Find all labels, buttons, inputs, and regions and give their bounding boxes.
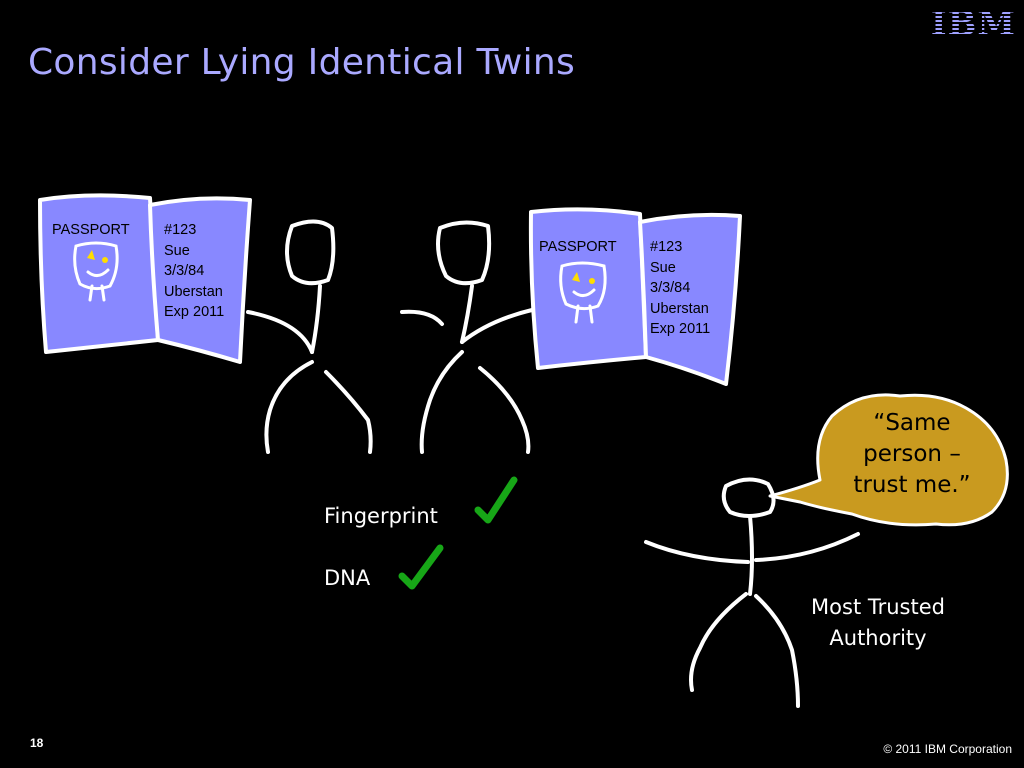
left-passport-photo-face <box>73 241 119 302</box>
right-passport-page-right <box>638 212 742 386</box>
right-passport-header: PASSPORT <box>539 239 617 255</box>
right-twin-leg-left <box>419 350 464 454</box>
slide-title: Consider Lying Identical Twins <box>28 42 576 83</box>
right-twin-head <box>436 220 492 286</box>
left-passport-page-right <box>148 196 252 364</box>
right-passport-photo-face <box>559 261 607 324</box>
ibm-logo: IBM <box>930 4 1016 44</box>
left-twin-head <box>285 219 336 286</box>
authority-label-line: Authority <box>829 626 927 650</box>
left-twin-figure <box>246 219 373 454</box>
authority-body <box>748 514 754 596</box>
fingerprint-check-icon <box>474 476 518 524</box>
right-passport <box>528 207 742 386</box>
dna-check-icon <box>398 544 444 590</box>
speech-line: person – <box>863 441 961 467</box>
slide-number: 18 <box>30 736 44 750</box>
authority-leg-left <box>689 592 748 692</box>
authority-label: Most Trusted Authority <box>790 592 966 654</box>
left-passport-eye-right <box>102 257 108 263</box>
fingerprint-label: Fingerprint <box>324 504 438 528</box>
authority-leg-right <box>754 594 800 708</box>
left-passport-eye-left <box>87 250 95 260</box>
right-twin-arm-left <box>400 309 444 326</box>
left-passport-line: 3/3/84 <box>164 263 205 279</box>
authority-arm-right <box>754 532 860 562</box>
left-passport-line: Uberstan <box>164 283 223 300</box>
speech-line: “Same <box>873 410 951 436</box>
left-passport-header: PASSPORT <box>52 222 130 238</box>
right-twin-neck <box>460 284 474 344</box>
dna-label: DNA <box>324 566 371 590</box>
left-twin-neck <box>310 284 322 354</box>
left-passport-details: #123 Sue 3/3/84 Uberstan Exp 2011 <box>164 220 224 323</box>
right-passport-eye-left <box>572 272 580 282</box>
copyright: © 2011 IBM Corporation <box>883 742 1012 756</box>
right-twin-figure <box>400 220 534 454</box>
left-passport-line: #123 <box>164 222 197 238</box>
speech-bubble <box>768 393 1009 527</box>
speech-text: “Same person – trust me.” <box>832 408 992 501</box>
authority-label-line: Most Trusted <box>811 595 945 619</box>
left-twin-arm-line <box>246 310 314 354</box>
right-passport-line: Exp 2011 <box>650 321 711 337</box>
right-twin-arm-right <box>460 308 534 344</box>
left-passport <box>38 193 252 364</box>
right-passport-line: #123 <box>650 239 683 255</box>
authority-head <box>721 477 776 518</box>
right-passport-eye-right <box>589 278 595 284</box>
right-twin-leg-right <box>478 366 531 454</box>
left-passport-line: Exp 2011 <box>164 304 225 320</box>
authority-arm-left <box>644 540 750 564</box>
right-passport-details: #123 Sue 3/3/84 Uberstan Exp 2011 <box>650 237 710 340</box>
left-twin-leg-right <box>324 370 373 454</box>
speech-line: trust me.” <box>853 472 971 498</box>
right-passport-line: Uberstan <box>650 300 709 317</box>
right-passport-line: 3/3/84 <box>650 280 691 296</box>
right-passport-line: Sue <box>650 259 676 276</box>
left-passport-page-left <box>38 193 160 354</box>
right-passport-page-left <box>528 207 648 370</box>
authority-figure <box>644 477 860 708</box>
left-twin-leg-left <box>264 360 314 454</box>
left-passport-line: Sue <box>164 242 190 259</box>
